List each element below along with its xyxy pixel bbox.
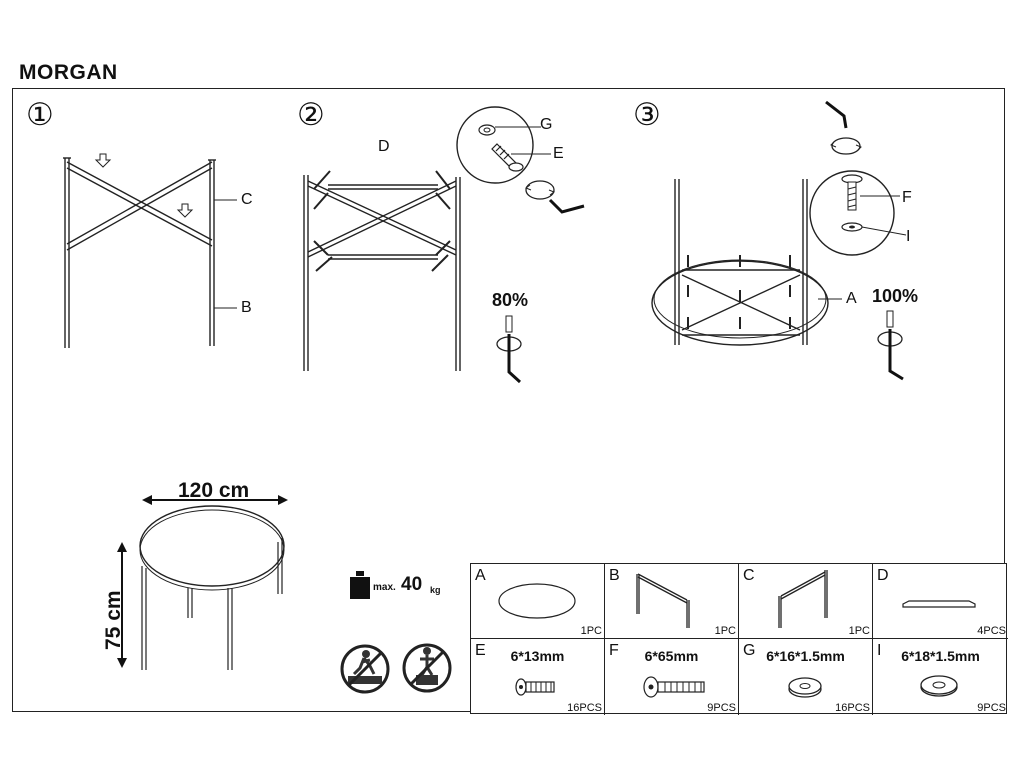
leg-frame-c-icon xyxy=(778,570,828,628)
screw-icon xyxy=(313,170,451,210)
part-qty: 1PC xyxy=(714,625,736,637)
height-dimension-arrow xyxy=(117,542,127,668)
leg-frame-b-icon xyxy=(636,573,690,628)
no-climbing-icon xyxy=(402,643,452,693)
parts-list-table: A 1PC B 1PC C xyxy=(470,563,1008,715)
screw-icon xyxy=(313,240,451,272)
part-qty: 9PCS xyxy=(707,702,736,714)
washer-icon xyxy=(788,677,822,698)
no-standing-on-table-icon xyxy=(340,644,390,694)
max-load-value: 40 xyxy=(401,574,423,595)
part-qty: 16PCS xyxy=(835,702,870,714)
part-qty: 1PC xyxy=(848,625,870,637)
part-qty: 1PC xyxy=(580,625,602,637)
bolt-washer-detail xyxy=(456,106,551,184)
part-letter: D xyxy=(877,567,889,584)
allen-key-rotation-icon xyxy=(524,180,585,214)
part-cell-i: I 6*18*1.5mm 9PCS xyxy=(873,639,1008,715)
down-arrow-icon xyxy=(176,203,194,218)
part-cell-c: C 1PC xyxy=(739,564,873,639)
part-letter: B xyxy=(609,567,620,584)
part-cell-f: F 6*65mm 9PCS xyxy=(605,639,739,715)
step-2-frame-drawing xyxy=(303,170,461,371)
max-load-prefix: max. xyxy=(373,582,396,593)
step-3-number: ③ xyxy=(633,97,661,133)
part-letter: A xyxy=(475,567,486,584)
part-cell-e: E 6*13mm 16PCS xyxy=(471,639,605,715)
label-i: I xyxy=(906,228,911,245)
screw-icon xyxy=(687,255,791,329)
part-cell-g: G 6*16*1.5mm 16PCS xyxy=(739,639,873,715)
label-a: A xyxy=(846,290,857,307)
allen-key-icon xyxy=(496,315,522,384)
part-letter: F xyxy=(609,642,619,659)
allen-key-rotation-icon xyxy=(825,100,862,155)
label-b: B xyxy=(241,299,252,316)
bracket-d-icon xyxy=(902,600,976,608)
product-title: MORGAN xyxy=(19,61,118,84)
allen-key-icon xyxy=(877,310,904,381)
label-c: C xyxy=(241,191,253,208)
step-3-tabletop-drawing xyxy=(651,179,842,346)
part-size: 6*13mm xyxy=(510,648,565,664)
part-letter: G xyxy=(743,642,756,659)
part-letter: I xyxy=(877,642,882,659)
width-dimension-arrow xyxy=(142,495,288,505)
label-g: G xyxy=(540,116,553,133)
bolt-washer-detail xyxy=(809,170,907,256)
part-cell-b: B 1PC xyxy=(605,564,739,639)
label-f: F xyxy=(902,189,912,206)
part-size: 6*18*1.5mm xyxy=(901,648,980,664)
table-dimension-drawing xyxy=(139,505,285,670)
round-tabletop-icon xyxy=(498,583,576,619)
step-1-frame-drawing xyxy=(63,153,237,348)
step-2-number: ② xyxy=(297,97,325,133)
part-letter: E xyxy=(475,642,486,659)
part-cell-a: A 1PC xyxy=(471,564,605,639)
label-d: D xyxy=(378,138,390,155)
step-1-number: ① xyxy=(26,97,54,133)
part-qty: 9PCS xyxy=(977,702,1006,714)
down-arrow-icon xyxy=(94,153,112,168)
long-bolt-icon xyxy=(643,676,705,698)
max-load-unit: kg xyxy=(430,585,441,595)
short-bolt-icon xyxy=(515,678,555,696)
part-qty: 16PCS xyxy=(567,702,602,714)
part-size: 6*65mm xyxy=(644,648,699,664)
weight-icon xyxy=(350,571,370,599)
part-size: 6*16*1.5mm xyxy=(766,648,845,664)
tighten-100-label: 100% xyxy=(872,286,919,306)
part-qty: 4PCS xyxy=(977,625,1006,637)
width-dimension: 120 cm xyxy=(178,479,250,502)
part-cell-d: D 4PCS xyxy=(873,564,1008,639)
label-e: E xyxy=(553,145,564,162)
part-letter: C xyxy=(743,567,755,584)
tighten-80-label: 80% xyxy=(492,290,529,310)
washer-icon xyxy=(920,675,958,697)
